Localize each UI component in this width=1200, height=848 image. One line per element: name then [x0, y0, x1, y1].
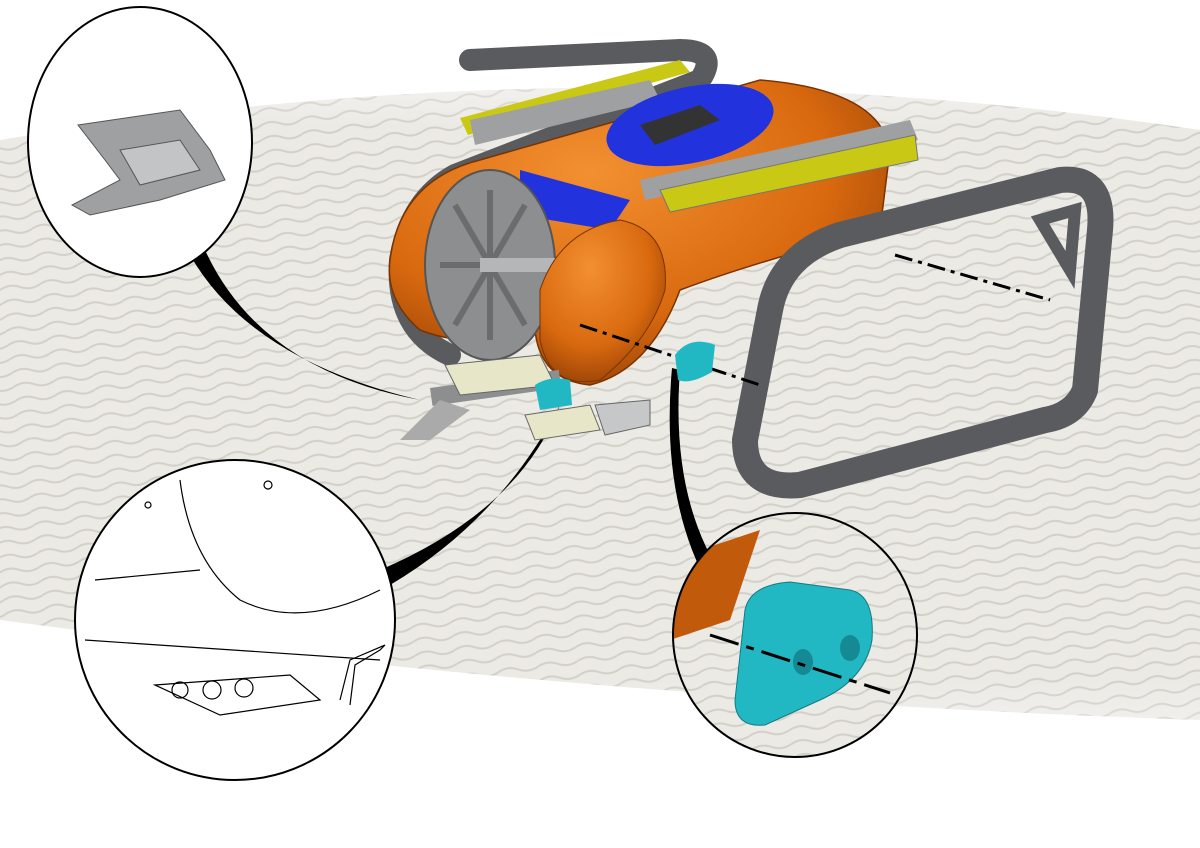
- callout-bracket: [74, 459, 396, 781]
- explode-axis-lines: [579, 253, 1051, 387]
- front-frame: [732, 166, 1114, 499]
- cyan-bumper-detail-icon: [734, 581, 873, 726]
- gripper-detail-icon: [70, 109, 226, 216]
- callout-bumper: [672, 512, 918, 758]
- callout-gripper: [27, 6, 253, 278]
- gripper-assembly: [400, 341, 715, 441]
- bracket-line-drawing-icon: [84, 479, 386, 716]
- front-rails: [640, 120, 919, 213]
- cyan-bumper: [675, 341, 715, 382]
- callout-leaders: [190, 250, 725, 588]
